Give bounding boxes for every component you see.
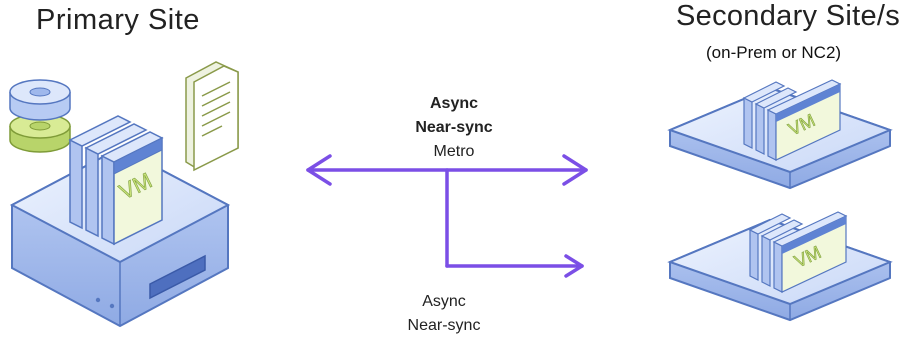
secondary-site-subtitle: (on-Prem or NC2) (706, 43, 842, 62)
top-mode-async: Async (429, 95, 479, 112)
primary-site-title: Primary Site (36, 4, 200, 36)
top-mode-metro: Metro (433, 143, 475, 160)
top-mode-near-sync: Near-sync (415, 119, 493, 136)
bottom-mode-near-sync: Near-sync (407, 317, 481, 334)
bottom-replication-labels: Async Near-sync (379, 290, 509, 338)
storage-cylinder-icon (9, 79, 71, 153)
bottom-mode-async: Async (422, 293, 466, 310)
document-icon (185, 61, 239, 172)
secondary-site-title: Secondary Site/s (676, 0, 901, 32)
replication-arrow-icon (306, 154, 588, 278)
secondary-server-upper-icon (667, 79, 893, 190)
vm-icon (68, 115, 164, 246)
top-replication-labels: Async Near-sync Metro (389, 92, 519, 164)
secondary-server-lower-icon (667, 211, 893, 322)
